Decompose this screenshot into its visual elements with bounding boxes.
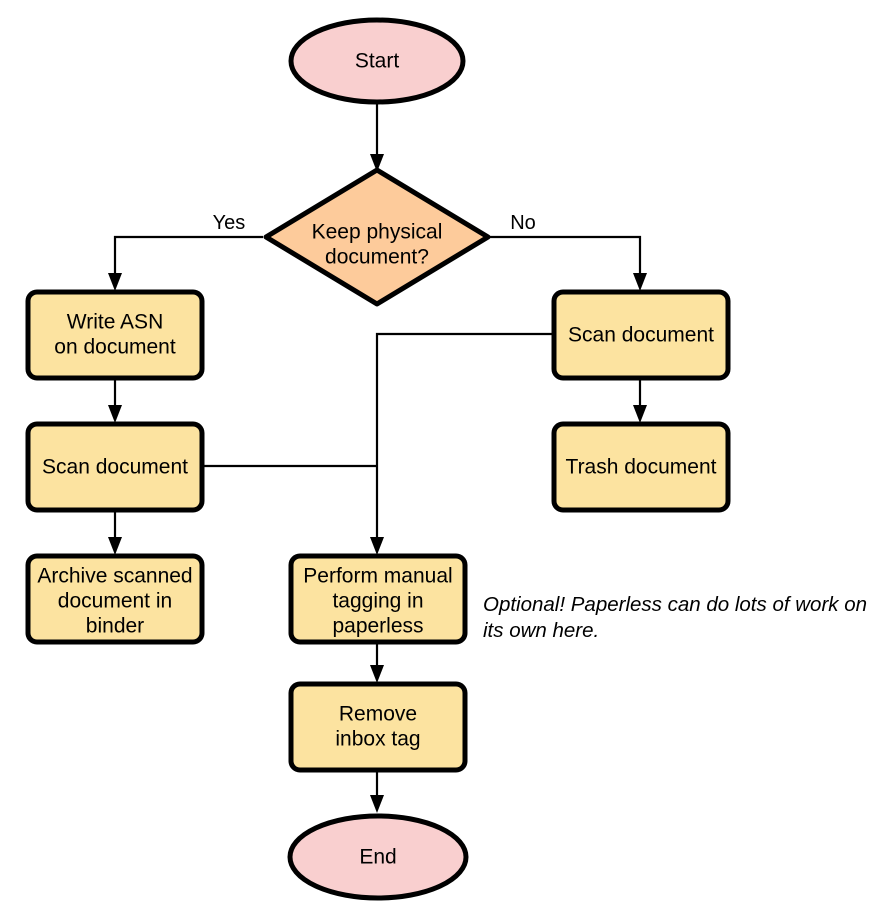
write-asn-label-line2: on document <box>54 336 176 359</box>
node-remove-inbox-tag[interactable]: Remove inbox tag <box>288 681 468 773</box>
decision-label-line2: document? <box>325 246 429 269</box>
edge-remove-inbox-to-end <box>370 772 384 813</box>
arrowhead-icon <box>370 665 384 683</box>
scan-left-box-shape[interactable] <box>25 421 205 513</box>
edge-scan-left-to-archive <box>108 512 122 555</box>
remove-inbox-box-shape[interactable] <box>288 681 468 773</box>
node-perform-manual-tagging[interactable]: Perform manual tagging in paperless <box>288 553 468 645</box>
remove-inbox-label-line1: Remove <box>339 703 417 726</box>
decision-label-line1: Keep physical <box>312 221 443 244</box>
start-ellipse-shape[interactable] <box>288 17 466 105</box>
edge-scan-right-to-trash <box>633 380 647 423</box>
node-trash-document[interactable]: Trash document <box>551 421 731 513</box>
edge-decision-yes-to-write-asn <box>108 235 263 291</box>
edge-label-yes: Yes <box>213 212 246 234</box>
node-decision-keep-physical-document[interactable]: Keep physical document? <box>263 167 491 307</box>
edge-start-to-decision <box>370 104 384 172</box>
arrowhead-icon <box>370 537 384 555</box>
node-start[interactable]: Start <box>288 17 466 105</box>
edge-scan-right-to-tagging <box>370 332 552 555</box>
edge-label-no: No <box>510 212 536 234</box>
arrowhead-icon <box>370 795 384 813</box>
tagging-label-line3: paperless <box>332 615 423 638</box>
tagging-box-shape[interactable] <box>288 553 468 645</box>
end-label: End <box>359 846 396 869</box>
node-scan-document-left[interactable]: Scan document <box>25 421 205 513</box>
trash-box-shape[interactable] <box>551 421 731 513</box>
scan-right-box-shape[interactable] <box>551 289 731 381</box>
scan-left-label: Scan document <box>42 456 188 479</box>
note-line2: its own here. <box>483 619 599 642</box>
tagging-label-line1: Perform manual <box>303 565 452 588</box>
edge-labels-layer: Yes No <box>213 212 536 234</box>
scan-right-label: Scan document <box>568 324 714 347</box>
node-scan-document-right[interactable]: Scan document <box>551 289 731 381</box>
edge-tagging-to-remove-inbox <box>370 644 384 683</box>
arrowhead-icon <box>370 154 384 172</box>
archive-box-shape[interactable] <box>25 553 205 645</box>
arrowhead-icon <box>633 405 647 423</box>
node-archive-scanned-document[interactable]: Archive scanned document in binder <box>25 553 205 645</box>
arrowhead-icon <box>108 405 122 423</box>
end-ellipse-shape[interactable] <box>287 813 469 901</box>
edges-layer <box>108 104 647 813</box>
edge-line <box>375 332 552 543</box>
edge-write-asn-to-scan-left <box>108 380 122 423</box>
trash-label: Trash document <box>566 456 717 479</box>
archive-label-line2: document in <box>58 590 172 613</box>
note-line1: Optional! Paperless can do lots of work … <box>483 593 867 616</box>
annotation-note: Optional! Paperless can do lots of work … <box>483 593 867 642</box>
node-write-asn-on-document[interactable]: Write ASN on document <box>25 289 205 381</box>
edge-line <box>490 235 642 279</box>
archive-label-line3: binder <box>86 615 144 638</box>
arrowhead-icon <box>108 273 122 291</box>
arrowhead-icon <box>633 273 647 291</box>
write-asn-box-shape[interactable] <box>25 289 205 381</box>
start-label: Start <box>355 50 400 73</box>
node-end[interactable]: End <box>287 813 469 901</box>
arrowhead-icon <box>108 537 122 555</box>
edge-decision-no-to-scan-right <box>490 235 647 291</box>
archive-label-line1: Archive scanned <box>37 565 192 588</box>
decision-diamond-shape[interactable] <box>263 167 491 307</box>
edge-line <box>113 235 263 279</box>
tagging-label-line2: tagging in <box>332 590 423 613</box>
remove-inbox-label-line2: inbox tag <box>335 728 420 751</box>
write-asn-label-line1: Write ASN <box>67 311 163 334</box>
